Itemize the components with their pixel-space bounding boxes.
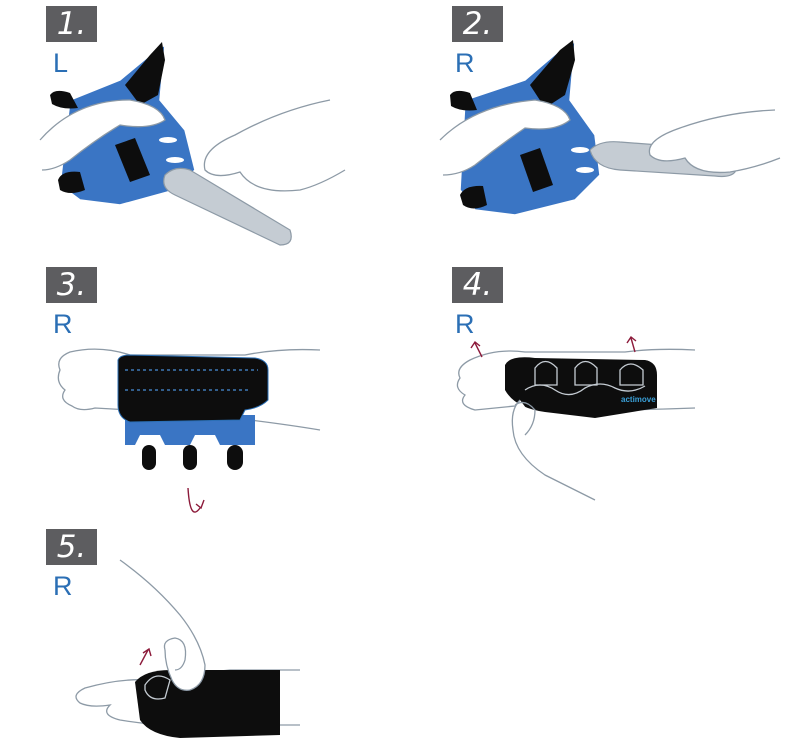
step-number-badge: 5. — [46, 529, 97, 565]
side-label: R — [455, 48, 475, 78]
side-label: R — [53, 571, 73, 601]
side-label: R — [53, 309, 73, 339]
step-3: 3. R — [0, 260, 395, 520]
insert-splint-left-illustration — [39, 42, 346, 246]
wrap-fingers-illustration: actimove — [456, 335, 696, 501]
step-number-badge: 1. — [46, 6, 97, 42]
step-number-badge: 3. — [46, 267, 97, 303]
fasten-thumb-strap-illustration — [75, 559, 300, 738]
side-label: L — [53, 48, 69, 78]
place-brace-illustration — [57, 348, 321, 513]
step-1: 1. L — [0, 0, 395, 250]
side-label: R — [455, 309, 475, 339]
step-2: 2. R — [395, 0, 791, 250]
step-number-badge: 4. — [452, 267, 503, 303]
brand-label: actimove — [621, 395, 656, 404]
step-4: 4. R actimove — [395, 260, 791, 520]
step-number-badge: 2. — [452, 6, 503, 42]
step-5: 5. R — [0, 520, 395, 745]
insert-splint-right-illustration — [439, 40, 781, 216]
